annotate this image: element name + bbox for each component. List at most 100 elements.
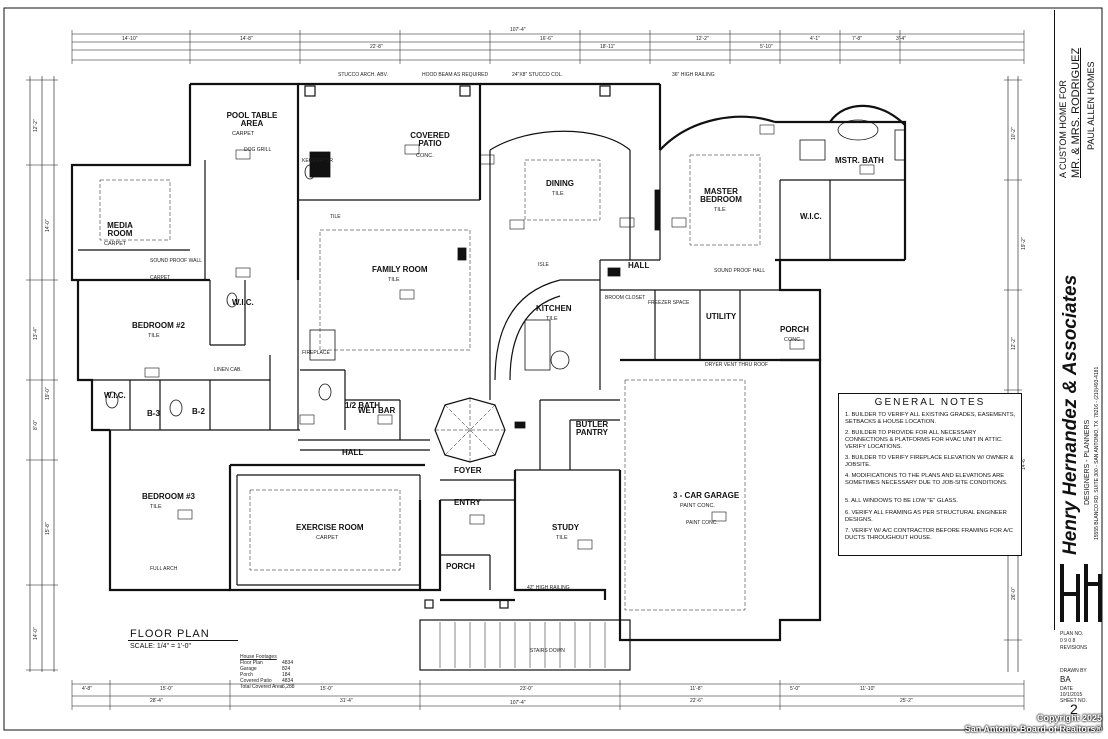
firm-logo bbox=[1060, 564, 1102, 622]
footage-title: House Footages bbox=[240, 654, 277, 660]
dimension-bottom: 11'-8" bbox=[690, 686, 703, 692]
sheet-label: SHEET NO. bbox=[1060, 698, 1087, 704]
room-hall-lower: HALL bbox=[342, 448, 364, 457]
room-family-floor: TILE bbox=[388, 277, 400, 283]
dimension-bottom: 22'-6" bbox=[690, 698, 703, 704]
dimension-top: 3'-4" bbox=[896, 36, 906, 42]
room-entry: ENTRY bbox=[454, 498, 481, 507]
footage-row: Garage 824 bbox=[240, 666, 310, 672]
revisions-label: REVISIONS bbox=[1060, 645, 1088, 651]
footage-label: Porch bbox=[240, 672, 254, 678]
callout: 42" HIGH RAILING bbox=[527, 585, 570, 591]
callout: 36" HIGH RAILING bbox=[672, 72, 715, 78]
dimension-top: 7'-8" bbox=[852, 36, 862, 42]
callout: DRYER VENT THRU ROOF bbox=[705, 362, 769, 368]
dimension-left: 19'-0" bbox=[45, 387, 51, 400]
dimension-right: 19'-2" bbox=[1021, 237, 1027, 250]
dimension-top: 14'-8" bbox=[240, 36, 253, 42]
room-covered-patio: COVERED PATIO bbox=[410, 131, 450, 148]
room-master-bath: MSTR. BATH bbox=[835, 156, 884, 165]
dimension-top: 5'-10" bbox=[760, 44, 773, 50]
footage-row: Floor Plan 4834 bbox=[240, 660, 310, 666]
room-master-bedroom: MASTER BEDROOM bbox=[700, 187, 742, 204]
firm-name: Henry Hernandez & Associates bbox=[1060, 274, 1081, 555]
room-family: FAMILY ROOM bbox=[372, 265, 428, 274]
callout: FULL ARCH bbox=[150, 566, 178, 572]
dimension-top: 4'-1" bbox=[810, 36, 820, 42]
dimension-bottom: 28'-4" bbox=[150, 698, 163, 704]
general-note: 7. VERIFY W/ A/C CONTRACTOR BEFORE FRAMI… bbox=[845, 528, 1013, 541]
room-wic-bedroom-2: W.I.C. bbox=[232, 298, 254, 307]
callout: TILE bbox=[330, 214, 341, 220]
title-block: A CUSTOM HOME FOR MR. & MRS. RODRIGUEZ P… bbox=[1030, 0, 1108, 739]
room-dining: DINING bbox=[546, 179, 574, 188]
dimension-left: 14'-0" bbox=[45, 219, 51, 232]
overall-dimension-bottom: 107'-4" bbox=[510, 700, 526, 706]
room-hall-upper: HALL bbox=[628, 261, 650, 270]
room-media: MEDIA ROOM bbox=[107, 221, 133, 238]
room-butler-pantry: BUTLER PANTRY bbox=[575, 420, 609, 437]
room-master-wic: W.I.C. bbox=[800, 212, 822, 221]
callout: BROOM CLOSET bbox=[605, 295, 646, 301]
dimension-left: 15'-8" bbox=[45, 522, 51, 535]
callout: SOUND PROOF HALL bbox=[714, 268, 766, 274]
client-line-2: MR. & MRS. RODRIGUEZ bbox=[1070, 47, 1082, 178]
dimension-bottom: 4'-8" bbox=[82, 686, 92, 692]
callout: SOUND PROOF WALL bbox=[150, 258, 203, 264]
callout: HOOD BEAM AS REQUIRED bbox=[422, 72, 489, 78]
room-half-bath: 1/2 BATH bbox=[345, 401, 380, 410]
footage-value: 6,288 bbox=[282, 684, 295, 690]
room-garage-floor: PAINT CONC. bbox=[680, 503, 715, 509]
callout: STUCCO ARCH. ABV. bbox=[338, 72, 388, 78]
copyright-line-1: Copyright 2025 bbox=[1036, 713, 1102, 723]
plan-scale: SCALE: 1/4" = 1'-0" bbox=[130, 643, 191, 650]
room-porch-front: PORCH bbox=[446, 562, 475, 571]
room-wet-bar: WET BAR bbox=[358, 406, 396, 415]
room-garage: 3 - CAR GARAGE bbox=[673, 491, 740, 500]
room-kitchen-floor: TILE bbox=[546, 316, 558, 322]
client-line-1: A CUSTOM HOME FOR bbox=[1058, 80, 1068, 178]
callout: DOG GRILL bbox=[244, 147, 272, 153]
callout: CARPET bbox=[150, 275, 171, 281]
room-exercise-floor: CARPET bbox=[316, 535, 339, 541]
dimension-right: 26'-0" bbox=[1011, 587, 1017, 600]
callout: STAIRS DOWN bbox=[530, 648, 565, 654]
room-bedroom-3: BEDROOM #3 bbox=[142, 492, 195, 501]
footage-label: Covered Patio bbox=[240, 678, 272, 684]
room-covered-patio-floor: CONC. bbox=[416, 153, 434, 159]
room-porch-right-floor: CONC. bbox=[784, 337, 802, 343]
footage-label: Total Covered Area bbox=[240, 684, 283, 690]
plan-title: FLOOR PLAN bbox=[130, 628, 210, 640]
dimension-top: 12'-2" bbox=[696, 36, 709, 42]
room-master-bedroom-floor: TILE bbox=[714, 207, 726, 213]
dimension-bottom: 25'-2" bbox=[900, 698, 913, 704]
room-porch-right: PORCH bbox=[780, 325, 809, 334]
callout: KEGERATOR bbox=[302, 158, 333, 164]
room-bath-b2: B-2 bbox=[192, 407, 205, 416]
date: 10/1/2015 bbox=[1060, 692, 1083, 698]
builder-name: PAUL ALLEN HOMES bbox=[1086, 61, 1096, 150]
sheet-number: 2 bbox=[1070, 701, 1078, 717]
dimension-left: 13'-4" bbox=[33, 327, 39, 340]
footage-table: House Footages Floor Plan 4834 Garage 82… bbox=[240, 654, 310, 690]
general-note: 4. MODIFICATIONS TO THE PLANS AND ELEVAT… bbox=[845, 473, 1008, 486]
callout: LINEN CAB. bbox=[214, 367, 242, 373]
general-note: 1. BUILDER TO VERIFY ALL EXISTING GRADES… bbox=[845, 412, 1016, 425]
footage-value: 824 bbox=[282, 666, 291, 672]
copyright-watermark: Copyright 2025 San Antonio Board of Real… bbox=[965, 713, 1102, 735]
footage-row: Total Covered Area 6,288 bbox=[240, 684, 310, 690]
dimension-bottom: 5'-0" bbox=[790, 686, 800, 692]
general-note: 2. BUILDER TO PROVIDE FOR ALL NECESSARY … bbox=[845, 430, 1003, 450]
overall-dimension-top: 107'-4" bbox=[510, 27, 526, 33]
dimension-left: 8'-0" bbox=[33, 420, 39, 430]
room-foyer: FOYER bbox=[454, 466, 482, 475]
firm-subtitle: DESIGNERS - PLANNERS bbox=[1084, 419, 1091, 505]
room-bedroom-2: BEDROOM #2 bbox=[132, 321, 185, 330]
footage-value: 4834 bbox=[282, 660, 294, 666]
general-note: 3. BUILDER TO VERIFY FIREPLACE ELEVATION… bbox=[845, 455, 1014, 468]
callout: FIREPLACE bbox=[302, 350, 330, 356]
footage-row: Covered Patio 4834 bbox=[240, 678, 310, 684]
general-notes-box: GENERAL NOTES 1. BUILDER TO VERIFY ALL E… bbox=[838, 393, 1022, 556]
callout: FREEZER SPACE bbox=[648, 300, 690, 306]
